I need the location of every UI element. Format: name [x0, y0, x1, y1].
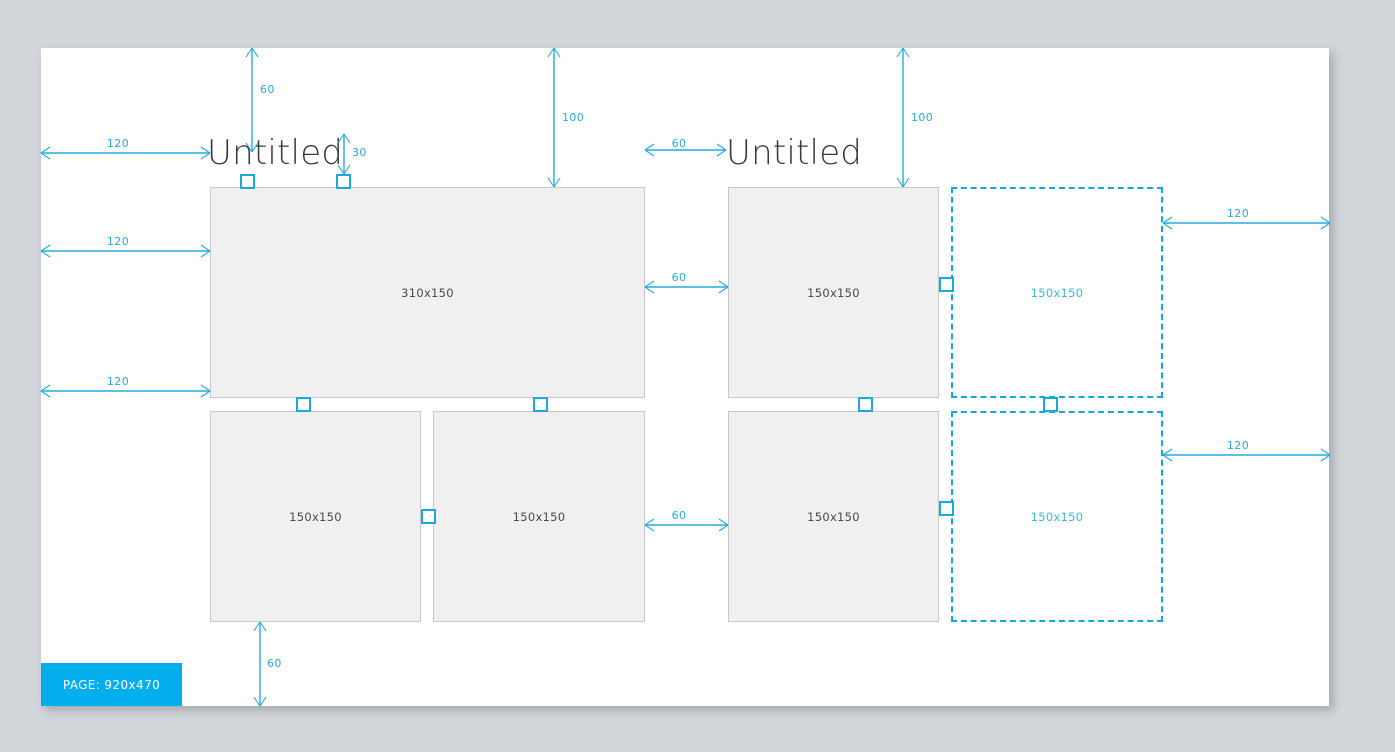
dimension-label-0: 60 [260, 83, 275, 96]
dimension-label-11: 120 [1226, 439, 1250, 452]
dimension-label-1: 30 [352, 146, 367, 159]
resize-handle-8[interactable] [939, 501, 954, 516]
resize-handle-0[interactable] [240, 174, 255, 189]
resize-handle-7[interactable] [939, 277, 954, 292]
resize-handle-3[interactable] [533, 397, 548, 412]
resize-handle-5[interactable] [858, 397, 873, 412]
resize-handle-1[interactable] [336, 174, 351, 189]
dimension-label-9: 60 [671, 137, 687, 150]
dimension-label-8: 60 [671, 509, 687, 522]
block-solid-3[interactable]: 150x150 [728, 187, 939, 398]
dimension-label-7: 60 [671, 271, 687, 284]
dimension-label-12: 60 [267, 657, 282, 670]
resize-handle-6[interactable] [1043, 397, 1058, 412]
block-dashed-6[interactable]: 150x150 [951, 411, 1163, 622]
dimension-label-4: 120 [106, 137, 130, 150]
resize-handle-2[interactable] [296, 397, 311, 412]
block-solid-5[interactable]: 150x150 [728, 411, 939, 622]
dimension-label-2: 100 [562, 111, 585, 124]
block-size-label: 150x150 [1030, 285, 1084, 300]
section-title-1[interactable]: Untitled [726, 133, 863, 173]
block-dashed-4[interactable]: 150x150 [951, 187, 1163, 398]
block-solid-0[interactable]: 310x150 [210, 187, 645, 398]
dimension-label-6: 120 [106, 375, 130, 388]
block-size-label: 150x150 [807, 285, 860, 300]
block-size-label: 310x150 [401, 285, 454, 300]
block-size-label: 150x150 [1030, 509, 1084, 524]
dimension-label-3: 100 [911, 111, 934, 124]
block-size-label: 150x150 [807, 509, 860, 524]
page-size-badge: PAGE: 920x470 [41, 663, 182, 706]
block-solid-1[interactable]: 150x150 [210, 411, 421, 622]
block-solid-2[interactable]: 150x150 [433, 411, 645, 622]
page-size-label: PAGE: 920x470 [62, 677, 161, 692]
dimension-label-5: 120 [106, 235, 130, 248]
dimension-label-10: 120 [1226, 207, 1250, 220]
block-size-label: 150x150 [289, 509, 342, 524]
resize-handle-4[interactable] [421, 509, 436, 524]
section-title-0[interactable]: Untitled [207, 133, 344, 173]
block-size-label: 150x150 [512, 509, 566, 524]
